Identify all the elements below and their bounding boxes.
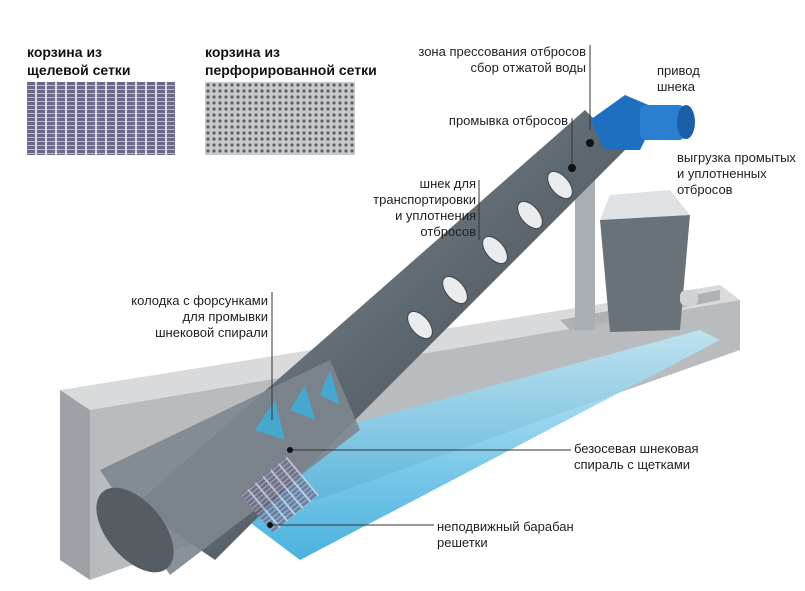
label-line: сбор отжатой воды — [470, 60, 586, 75]
shaftless-spiral-label: безосевая шнековая спираль с щетками — [574, 441, 699, 473]
label-line: колодка с форсунками — [131, 293, 268, 308]
pressing-zone-label: зона прессования отбросов сбор отжатой в… — [418, 44, 586, 76]
label-line: зона прессования отбросов — [418, 44, 586, 59]
label-line: и уплотненных — [677, 166, 767, 181]
nozzle-block-label: колодка с форсунками для промывки шнеков… — [131, 293, 268, 341]
label-line: промывка отбросов — [448, 113, 568, 128]
drive-label: привод шнека — [657, 63, 700, 95]
perforated-mesh-sample — [205, 82, 355, 155]
discharge-container — [600, 190, 698, 332]
label-line: спираль с щетками — [574, 457, 691, 472]
label-line: корзина из — [27, 44, 103, 60]
label-line: для промывки — [182, 309, 268, 324]
slotted-mesh-sample — [27, 82, 175, 155]
label-line: шнека — [657, 79, 696, 94]
support-stand — [575, 180, 595, 330]
perforated-basket-label: корзина из перфорированной сетки — [205, 43, 377, 79]
label-line: отбросов — [677, 182, 733, 197]
label-line: корзина из — [205, 44, 281, 60]
discharge-label: выгрузка промытых и уплотненных отбросов — [677, 150, 796, 198]
screw-label: шнек для транспортировки и уплотнения от… — [373, 176, 476, 240]
label-line: перфорированной сетки — [205, 62, 377, 78]
drive-motor — [590, 95, 695, 150]
label-line: шнековой спирали — [155, 325, 268, 340]
label-line: решетки — [437, 535, 488, 550]
drum-label: неподвижный барабан решетки — [437, 519, 574, 551]
label-line: безосевая шнековая — [574, 441, 699, 456]
label-line: и уплотнения — [395, 208, 476, 223]
label-line: щелевой сетки — [27, 62, 131, 78]
leader-lines — [270, 45, 591, 526]
water-flow — [180, 330, 720, 560]
label-line: отбросов — [420, 224, 476, 239]
label-line: выгрузка промытых — [677, 150, 796, 165]
label-line: шнек для — [419, 176, 476, 191]
label-line: неподвижный барабан — [437, 519, 574, 534]
screw-conveyor-tube — [96, 110, 625, 575]
label-line: транспортировки — [373, 192, 476, 207]
label-line: привод — [657, 63, 700, 78]
washing-label: промывка отбросов — [449, 113, 568, 129]
slotted-basket-label: корзина из щелевой сетки — [27, 43, 130, 79]
